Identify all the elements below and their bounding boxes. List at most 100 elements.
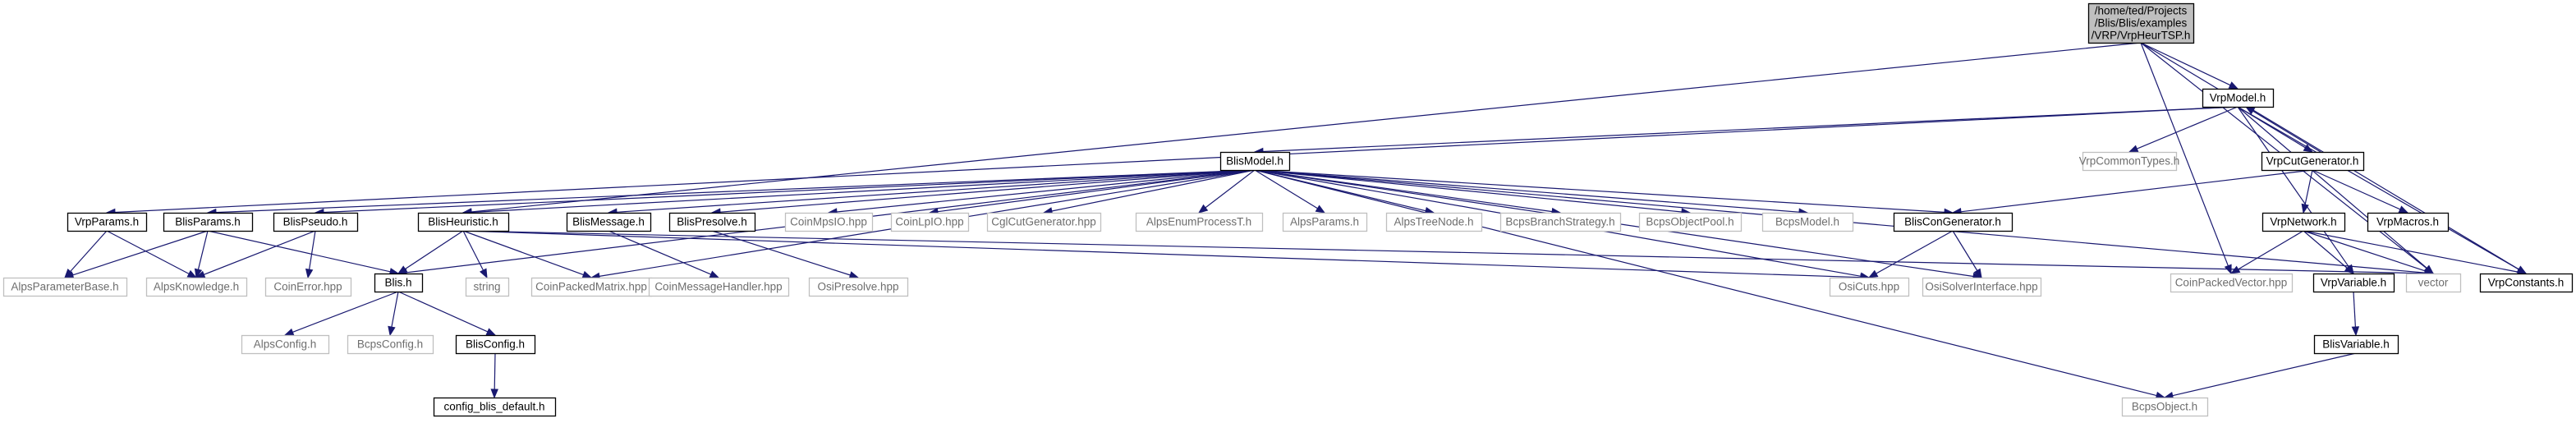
node-vrpmodel[interactable]: VrpModel.h [2202,88,2275,108]
node-box [1922,277,2042,297]
node-vrpnetwork[interactable]: VrpNetwork.h [2261,212,2346,232]
node-label: AlpsTreeNode.h [1394,216,1473,228]
edge-line [2303,230,2519,273]
arrow-head-icon [2301,203,2309,214]
node-bliscongen[interactable]: BlisConGenerator.h [1893,212,2014,232]
node-label: VrpConstants.h [2488,277,2565,289]
dependency-edge [2128,106,2239,153]
node-blispseudo[interactable]: BlisPseudo.h [273,212,359,232]
node-box [784,212,874,232]
node-bcpsobject: BcpsObject.h [2121,397,2209,417]
node-box [2121,397,2209,417]
node-vrpvariable[interactable]: VrpVariable.h [2312,273,2395,293]
dependency-edge [1952,230,1982,279]
edge-line [471,169,1256,214]
node-label: BcpsModel.h [1775,216,1839,228]
edge-line [323,169,1256,214]
node-vrpconstants[interactable]: VrpConstants.h [2479,273,2574,293]
node-blisheuristic[interactable]: BlisHeuristic.h [417,212,510,232]
dependency-edge [2237,106,2528,274]
node-label: VrpModel.h [2210,92,2266,104]
node-box [1761,212,1854,232]
arrow-head-icon [2398,205,2409,214]
node-label: AlpsParameterBase.h [11,281,118,293]
arrow-head-icon [1197,204,1209,214]
node-box [668,212,756,232]
edge-line [2238,230,2304,270]
node-box [2087,2,2195,44]
dependency-edge [2237,106,2435,274]
edge-line [72,230,209,276]
dependency-edge [283,291,399,336]
node-label: /VRP/VrpHeurTSP.h [2092,30,2191,42]
node-box [648,277,790,297]
edge-line [1952,230,1978,271]
node-blismessage[interactable]: BlisMessage.h [566,212,652,232]
node-label: config_blis_default.h [443,401,544,413]
node-blisconfig[interactable]: BlisConfig.h [455,334,536,355]
node-coinpackedmatrix: CoinPackedMatrix.hpp [530,277,653,297]
arrow-head-icon [186,269,198,278]
arrow-head-icon [194,268,203,279]
node-string: string [465,277,510,297]
node-osicuts: OsiCuts.hpp [1829,277,1910,297]
dependency-edge [461,169,1256,217]
dependency-edge [462,230,1871,282]
edge-line [1254,169,1318,209]
arrow-head-icon [1973,268,1982,279]
dependency-edge [194,230,209,279]
node-blish[interactable]: Blis.h [374,273,424,293]
node-vrpparams[interactable]: VrpParams.h [67,212,148,232]
node-blispresolve[interactable]: BlisPresolve.h [668,212,756,232]
edge-line [937,169,1256,213]
dependency-edge [2303,230,2355,274]
node-blisvariable[interactable]: BlisVariable.h [2313,334,2399,355]
edge-line [462,230,2426,274]
node-blismodel[interactable]: BlisModel.h [1219,151,1291,172]
node-box [1829,277,1910,297]
node-label: CoinMessageHandler.hpp [654,281,782,293]
node-coinerror: CoinError.hpp [264,277,352,297]
dependency-edge [388,291,399,337]
node-label: BlisVariable.h [2322,338,2390,351]
edge-line [711,230,851,276]
node-blisparams[interactable]: BlisParams.h [163,212,254,232]
node-box [264,277,352,297]
node-box [2405,273,2462,293]
node-label: OsiSolverInterface.hpp [1925,281,2037,293]
node-configblis[interactable]: config_blis_default.h [433,397,557,417]
arrow-head-icon [2351,326,2360,337]
dependency-edge [207,230,400,276]
dependency-edge [63,230,209,279]
node-root[interactable]: /home/ted/Projects/Blis/Blis/examples/VR… [2087,2,2195,44]
arrow-head-icon [2228,81,2239,90]
node-box [808,277,909,297]
node-box [2202,88,2275,108]
node-box [433,397,557,417]
node-coinlpio: CoinLpIO.hpp [890,212,970,232]
node-coinmpsio: CoinMpsIO.hpp [784,212,874,232]
dependency-edge [1867,230,1954,278]
edge-line [1205,169,1256,209]
node-box [374,273,424,293]
node-label: CglCutGenerator.hpp [991,216,1096,228]
edge-line [2172,352,2357,397]
edge-line [1262,106,2239,153]
edge-line [215,169,1256,214]
node-label: BlisParams.h [175,216,241,228]
node-vector: vector [2405,273,2462,293]
node-label: CoinError.hpp [273,281,342,293]
node-vrpcutgen[interactable]: VrpCutGenerator.h [2261,151,2365,172]
node-box [2367,212,2450,232]
node-label: AlpsConfig.h [254,338,317,351]
node-alpstreenode: AlpsTreeNode.h [1385,212,1483,232]
arrow-head-icon [283,328,295,336]
edge-line [1876,230,1954,274]
node-coinmsghandler: CoinMessageHandler.hpp [648,277,790,297]
node-label: OsiPresolve.hpp [817,281,898,293]
node-alpsenum: AlpsEnumProcessT.h [1135,212,1264,232]
node-box [2261,212,2346,232]
arrow-head-icon [485,328,497,336]
edge-line [494,352,496,390]
node-vrpmacros[interactable]: VrpMacros.h [2367,212,2450,232]
